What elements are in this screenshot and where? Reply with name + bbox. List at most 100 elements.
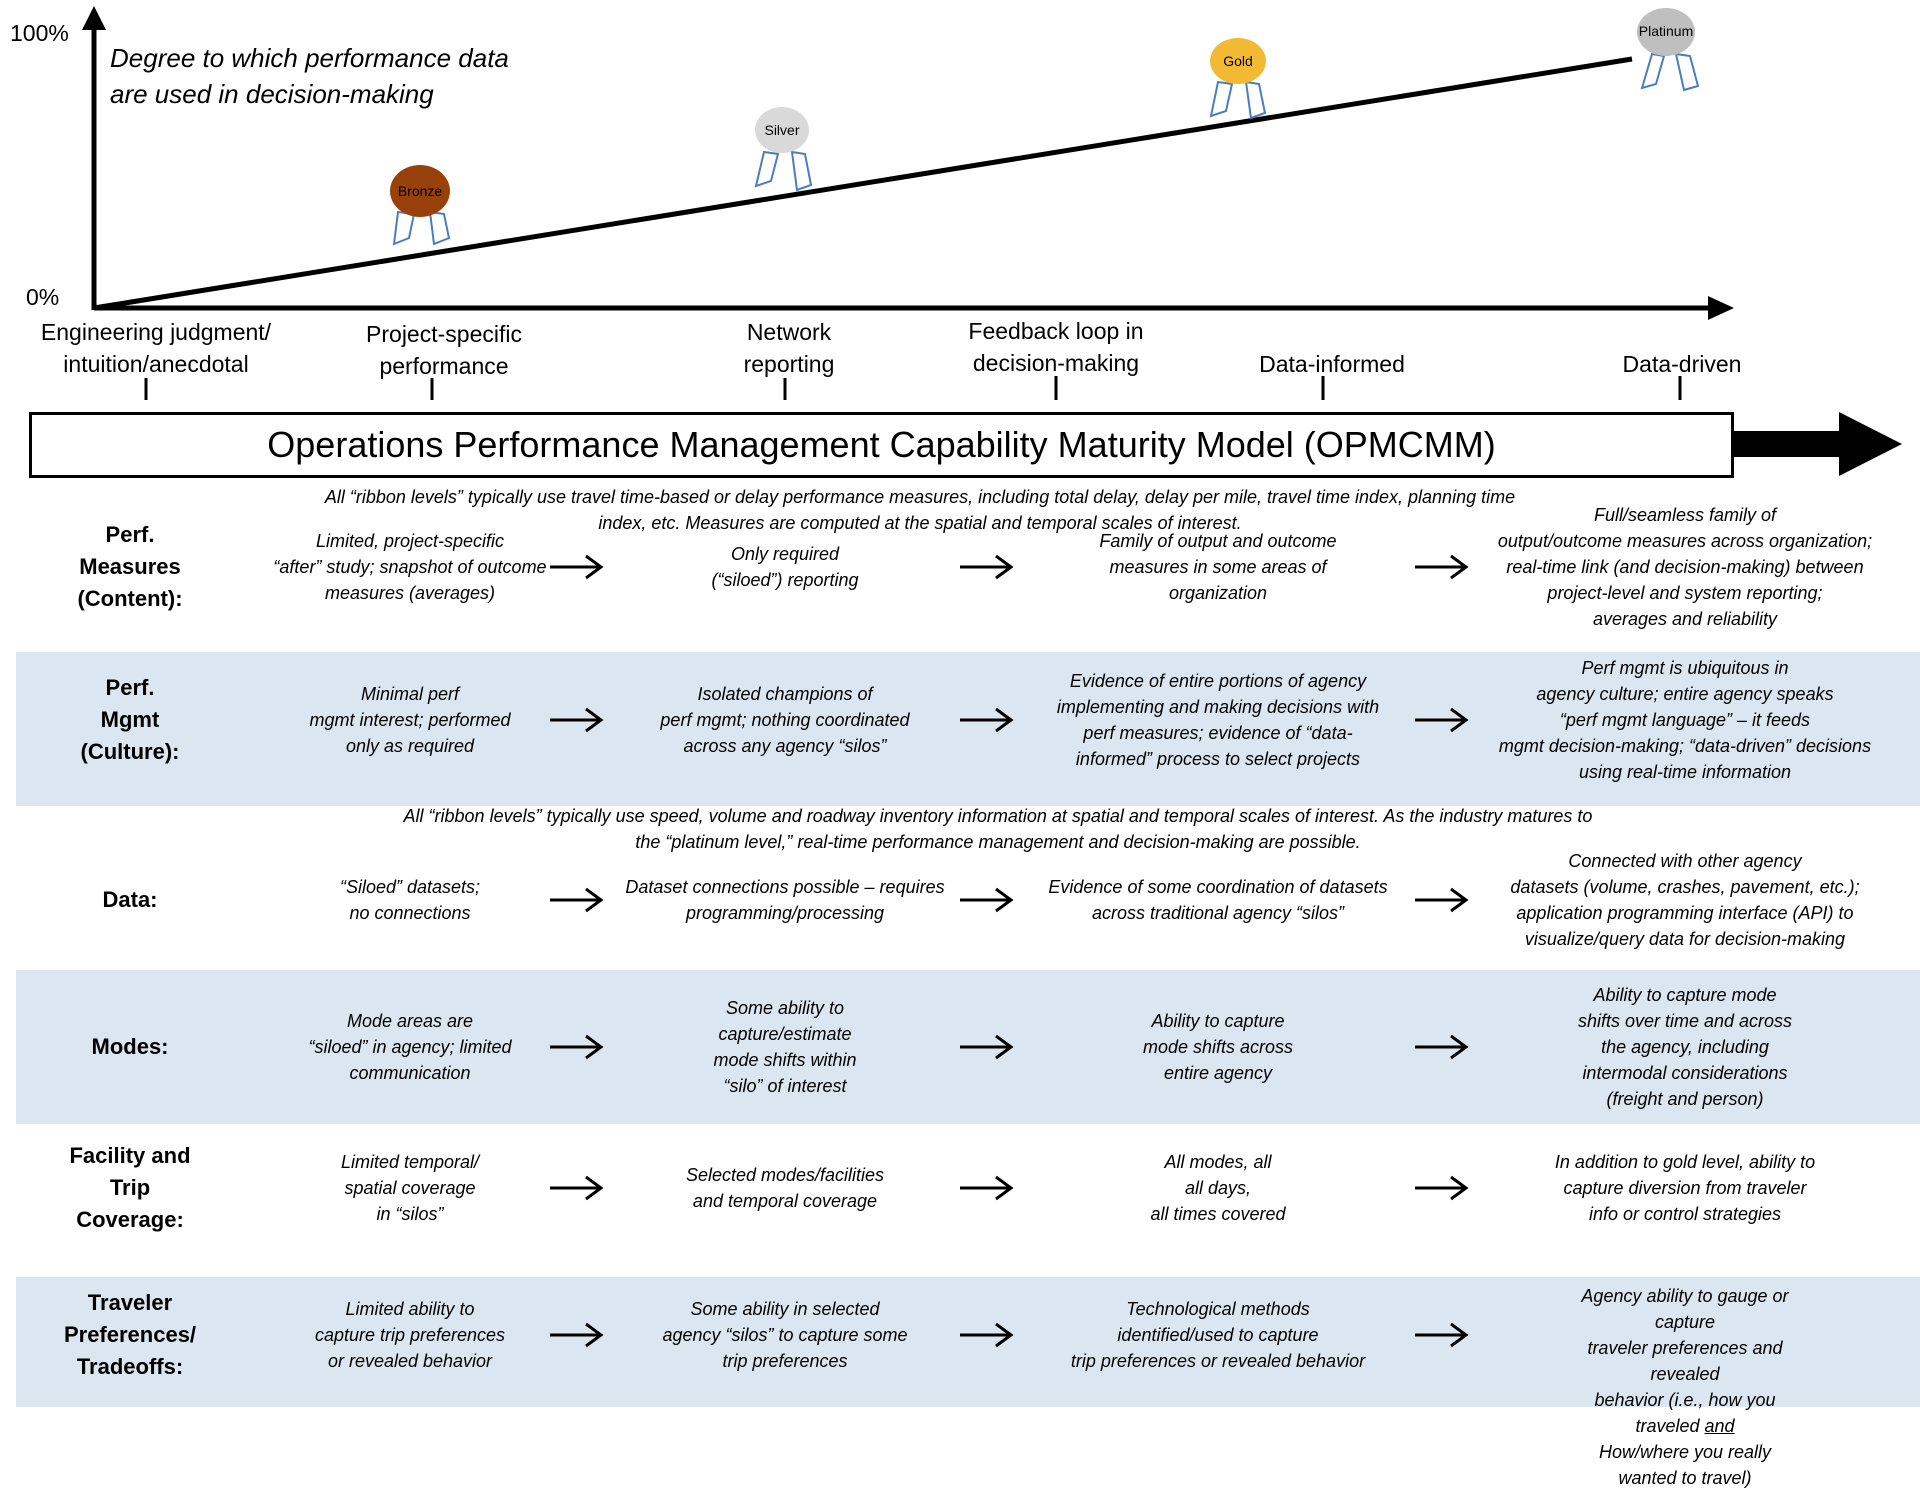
cell-line: communication	[349, 1063, 471, 1083]
row-label-2-line: (Culture):	[80, 739, 180, 764]
cell-line: identified/used to capture	[1117, 1325, 1319, 1345]
stage-label-4-line1: Feedback loop in	[968, 318, 1144, 344]
cell-line: mgmt interest; performed	[309, 710, 511, 730]
silver-medal-label: Silver	[764, 122, 799, 138]
y-axis-arrowhead	[82, 6, 106, 30]
cell-line: mode shifts within	[713, 1050, 857, 1070]
cell-line: Evidence of entire portions of agency	[1069, 671, 1367, 691]
cell-line: datasets (volume, crashes, pavement, etc…	[1510, 877, 1860, 897]
stage-label-1: Engineering judgment/ intuition/anecdota…	[41, 316, 271, 380]
row-traveler	[16, 1277, 1920, 1407]
gold-medal-disc	[1210, 38, 1266, 84]
cell-line: across traditional agency “silos”	[1091, 903, 1345, 923]
trend-line	[93, 56, 1633, 311]
row-label-3-line: Data:	[102, 887, 158, 912]
stage-label-1-line1: Engineering judgment/	[40, 319, 272, 345]
cell-line: Limited ability to	[345, 1299, 475, 1319]
cell-line: application programming interface (API) …	[1516, 903, 1854, 923]
row-label-4: Modes:	[92, 1031, 169, 1063]
right-arrow-icon	[1415, 1175, 1469, 1201]
cell-line: Ability to capture	[1151, 1011, 1285, 1031]
cell-line: agency culture; entire agency speaks	[1536, 684, 1834, 704]
chart-title: Degree to which performance data are use…	[110, 40, 509, 112]
cell-line: Full/seamless family of	[1593, 505, 1777, 525]
cell-line: “silo” of interest	[723, 1076, 847, 1096]
right-arrow-icon	[1415, 554, 1469, 580]
cell-r3-level3: Evidence of some coordination of dataset…	[1048, 874, 1387, 926]
cell-line: capture diversion from traveler	[1563, 1178, 1807, 1198]
right-arrow-icon	[960, 554, 1014, 580]
cell-line: Mode areas are	[346, 1011, 474, 1031]
cell-r6-level3: Technological methods identified/used to …	[1071, 1296, 1365, 1374]
right-arrow-icon	[550, 1322, 604, 1348]
cell-line: (freight and person)	[1606, 1089, 1764, 1109]
row-perf-mgmt	[16, 652, 1920, 806]
stage-label-6-line1: Data-driven	[1622, 351, 1742, 377]
stage-label-3-line2: reporting	[743, 351, 835, 377]
cell-line: Connected with other agency	[1568, 851, 1802, 871]
stage-label-2-line2: performance	[379, 353, 509, 379]
measures-note-line2: index, etc. Measures are computed at the…	[598, 513, 1242, 533]
cell-line: All modes, all	[1164, 1152, 1272, 1172]
cell-line: Isolated champions of	[697, 684, 873, 704]
cell-line: no connections	[349, 903, 471, 923]
data-note-line1: All “ribbon levels” typically use speed,…	[403, 806, 1593, 826]
silver-medal-icon: Silver	[754, 107, 813, 192]
platinum-medal-label: Platinum	[1639, 23, 1693, 39]
cell-line: info or control strategies	[1588, 1204, 1782, 1224]
cell-line: Technological methods	[1126, 1299, 1310, 1319]
cell-line: Only required	[730, 544, 840, 564]
data-note-line2: the “platinum level,” real-time performa…	[635, 832, 1361, 852]
x-axis-arrowhead	[1708, 296, 1734, 320]
cell-line: “after” study; snapshot of outcome	[273, 557, 547, 577]
cell-line: shifts over time and across	[1577, 1011, 1793, 1031]
cell-line: only as required	[345, 736, 475, 756]
stage-label-2: Project-specific performance	[366, 318, 522, 382]
cell-r3-level4: Connected with other agency datasets (vol…	[1510, 848, 1859, 952]
cell-line: the agency, including	[1601, 1037, 1769, 1057]
cell-line: all times covered	[1150, 1204, 1286, 1224]
row-label-1-line: (Content):	[77, 586, 183, 611]
cell-r1-level2: Only required (“siloed”) reporting	[711, 541, 858, 593]
cell-line: behavior (i.e., how you traveled	[1594, 1390, 1776, 1436]
measures-note: All “ribbon levels” typically use travel…	[0, 484, 1920, 536]
right-arrow-icon	[960, 1034, 1014, 1060]
cell-line: entire agency	[1163, 1063, 1273, 1083]
chart-title-line2: are used in decision-making	[110, 79, 434, 109]
cell-line: (“siloed”) reporting	[711, 570, 859, 590]
cell-line: perf mgmt; nothing coordinated	[660, 710, 910, 730]
cell-line: project-level and system reporting;	[1547, 583, 1823, 603]
cell-line: Agency ability to gauge or capture	[1581, 1286, 1789, 1332]
stage-label-6: Data-driven	[1623, 348, 1742, 380]
right-arrow-icon	[1415, 1034, 1469, 1060]
row-label-2-line: Mgmt	[100, 707, 160, 732]
cell-line: Evidence of some coordination of dataset…	[1048, 877, 1388, 897]
maturity-chart: Bronze Silver Gold Platinum 100% 0% Degr…	[0, 0, 1920, 400]
right-arrow-icon	[960, 707, 1014, 733]
platinum-medal-disc	[1637, 8, 1695, 56]
right-arrow-icon	[550, 1034, 604, 1060]
cell-line: programming/processing	[685, 903, 885, 923]
cell-line: or revealed behavior	[327, 1351, 493, 1371]
right-arrow-icon	[550, 707, 604, 733]
row-label-6-line: Preferences/	[63, 1322, 197, 1347]
cell-line: Some ability in selected	[690, 1299, 880, 1319]
measures-note-line1: All “ribbon levels” typically use travel…	[324, 487, 1516, 507]
cell-r4-level1: Mode areas are “siloed” in agency; limite…	[308, 1008, 511, 1086]
cell-line: “siloed” in agency; limited	[308, 1037, 512, 1057]
cell-line: capture/estimate	[718, 1024, 852, 1044]
stage-label-4: Feedback loop in decision-making	[968, 315, 1143, 379]
stage-label-5-line1: Data-informed	[1259, 351, 1405, 377]
banner-arrow-icon	[1734, 412, 1902, 476]
row-label-6-line: Traveler	[87, 1290, 173, 1315]
